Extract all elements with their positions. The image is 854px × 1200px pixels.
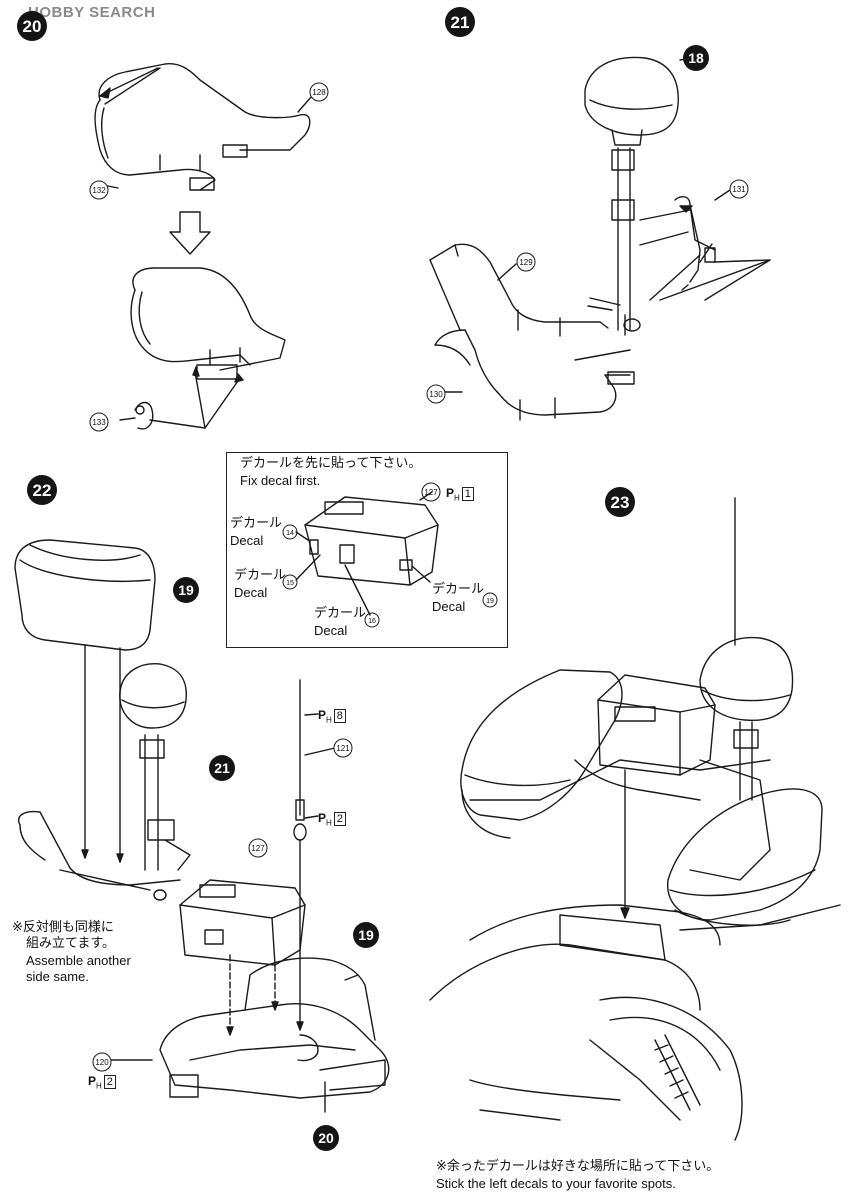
ph-prefix: P	[318, 708, 327, 722]
step-22-badge	[27, 475, 57, 505]
decal-box-en: Fix decal first.	[240, 473, 321, 488]
step-badges	[17, 7, 635, 517]
ph-number: 2	[333, 812, 346, 826]
bottom-note-jp: ※余ったデカールは好きな場所に貼って下さい。	[436, 1159, 720, 1174]
decal-16-jp: デカール	[314, 606, 367, 621]
part-19-decal: 19	[486, 598, 494, 605]
decal-16-en: Decal	[314, 623, 348, 638]
ph-prefix: P	[318, 811, 327, 825]
decal-14-jp: デカール	[230, 516, 283, 531]
badge-19b: 19	[358, 927, 374, 943]
part-number-circles	[89, 82, 749, 1072]
step-20-drawing	[94, 63, 313, 430]
decal-instruction-box	[226, 452, 508, 648]
part-131: 131	[732, 185, 746, 194]
watermark-text: HOBBY SEARCH	[28, 4, 156, 21]
decal-box-drawing	[295, 491, 439, 616]
decal-14-en: Decal	[230, 533, 264, 548]
part-133: 133	[92, 418, 106, 427]
badge-19b-circle	[353, 922, 379, 948]
badge-21: 21	[214, 760, 230, 776]
badge-20-circle	[313, 1125, 339, 1151]
ph-sub: H	[326, 818, 332, 828]
part-badges	[173, 45, 709, 1151]
step-20-badge	[17, 11, 47, 41]
part-121: 121	[336, 744, 350, 753]
badge-19a: 19	[178, 582, 194, 598]
part-14: 14	[286, 530, 294, 537]
ph-prefix: P	[88, 1074, 97, 1088]
part-132: 132	[92, 186, 106, 195]
ph-number: 2	[103, 1075, 116, 1089]
badge-20: 20	[318, 1130, 334, 1146]
badge-18: 18	[688, 50, 704, 66]
part-128: 128	[312, 88, 326, 97]
step-23-drawing	[429, 497, 841, 1141]
ph-number: 1	[461, 487, 474, 501]
step-23-badge	[605, 487, 635, 517]
watermark: HOBBY SEARCH	[28, 4, 155, 21]
step22-note-en1: Assemble another	[26, 953, 131, 968]
step-22-label: 22	[33, 481, 52, 500]
ph-sub: H	[326, 715, 332, 725]
step22-note-jp1: ※反対側も同様に	[12, 920, 114, 935]
step22-note-en2: side same.	[26, 969, 89, 984]
part-16: 16	[368, 618, 376, 625]
bottom-note-en: Stick the left decals to your favorite s…	[436, 1176, 676, 1191]
decal-box-jp: デカールを先に貼って下さい。	[240, 456, 422, 471]
part-15: 15	[286, 580, 294, 587]
step-21-label: 21	[451, 13, 470, 32]
ph-sub: H	[454, 493, 460, 503]
bottom-note: ※余ったデカールは好きな場所に貼って下さい。 Stick the left de…	[436, 1158, 719, 1192]
part-120: 120	[95, 1058, 109, 1067]
decal-15-jp: デカール	[234, 568, 287, 583]
step22-note-jp2: 組み立てます。	[26, 936, 116, 951]
step-23-label: 23	[611, 493, 630, 512]
badge-21-circle	[209, 755, 235, 781]
ph-number: 8	[333, 709, 346, 723]
step-20-label: 20	[23, 17, 42, 36]
part-130: 130	[429, 390, 443, 399]
part-129: 129	[519, 258, 533, 267]
part-127: 127	[251, 844, 265, 853]
ph-prefix: P	[446, 486, 455, 500]
decal-15-en: Decal	[234, 585, 268, 600]
decal-19-en: Decal	[432, 599, 466, 614]
step-22-drawing	[14, 539, 390, 1113]
badge-19a-circle	[173, 577, 199, 603]
badge-18-circle	[683, 45, 709, 71]
ph-sub: H	[96, 1081, 102, 1091]
step-21-drawing	[429, 56, 771, 421]
decal-19-jp: デカール	[432, 582, 485, 597]
step-21-badge	[445, 7, 475, 37]
